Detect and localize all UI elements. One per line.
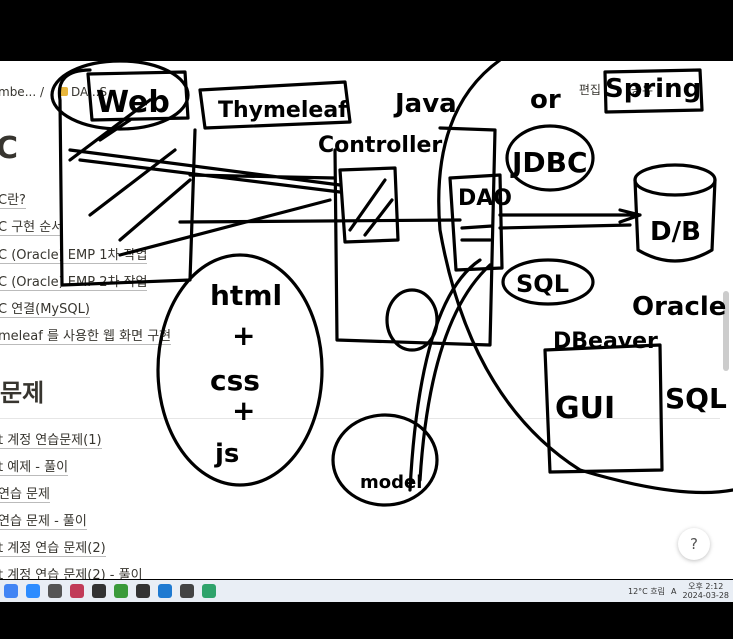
toc-link-3[interactable]: C (Oracle) EMP 2차 작업 <box>0 274 148 291</box>
problem-link-1[interactable]: t 예제 - 풀이 <box>0 460 69 476</box>
folder-icon <box>58 87 68 96</box>
windows-taskbar: 12°C 흐림 A 오후 2:12 2024-03-28 <box>0 580 733 602</box>
notion-icon[interactable] <box>92 584 106 598</box>
toc-link-2[interactable]: C (Oracle) EMP 1차 작업 <box>0 247 148 264</box>
section-heading: 문제 <box>0 379 45 407</box>
toc-link-5[interactable]: meleaf 를 사용한 웹 화면 구현 <box>0 329 172 346</box>
app-icon-2[interactable] <box>180 584 194 598</box>
chrome-icon[interactable] <box>4 584 18 598</box>
system-tray: 12°C 흐림 A 오후 2:12 2024-03-28 <box>628 580 729 602</box>
topbar-actions: 편집 공유 <box>579 81 723 98</box>
vscode-icon[interactable] <box>158 584 172 598</box>
toc-link-4[interactable]: C 연결(MySQL) <box>0 302 90 319</box>
problem-list: t 계정 연습문제(1) t 예제 - 풀이 연습 문제 연습 문제 - 풀이 … <box>0 427 143 579</box>
toc-link-0[interactable]: C란? <box>0 193 26 209</box>
zoom-icon[interactable] <box>26 584 40 598</box>
problem-link-3[interactable]: 연습 문제 - 풀이 <box>0 514 87 530</box>
edit-status: 편집 <box>578 83 601 97</box>
scrollbar-thumb[interactable] <box>723 291 729 371</box>
breadcrumb-label: DA...S <box>71 85 108 99</box>
ime-indicator[interactable]: A <box>671 586 677 596</box>
help-button[interactable]: ? <box>678 528 710 560</box>
problem-link-0[interactable]: t 계정 연습문제(1) <box>0 433 102 449</box>
app-icon[interactable] <box>70 584 84 598</box>
problem-link-2[interactable]: 연습 문제 <box>0 487 50 503</box>
notion-page: mbe... / DA...S 편집 공유 C C란? C 구현 순서 C (O… <box>0 61 733 579</box>
weather-text[interactable]: 12°C 흐림 <box>627 586 666 596</box>
terminal-icon[interactable] <box>114 584 128 598</box>
toc-link-1[interactable]: C 구현 순서 <box>0 220 64 237</box>
divider <box>0 418 720 419</box>
problem-link-4[interactable]: t 계정 연습 문제(2) <box>0 541 106 557</box>
breadcrumb-item-current[interactable]: DA...S <box>58 85 107 99</box>
breadcrumb-separator: / <box>40 85 45 99</box>
clock-time: 오후 2:12 <box>688 582 724 591</box>
breadcrumb-item[interactable]: mbe... <box>0 85 37 99</box>
clock[interactable]: 오후 2:12 2024-03-28 <box>683 582 730 600</box>
page-title: C <box>0 131 19 166</box>
app-icon-3[interactable] <box>202 584 216 598</box>
notion-icon-2[interactable] <box>136 584 150 598</box>
table-of-contents: C란? C 구현 순서 C (Oracle) EMP 1차 작업 C (Orac… <box>0 187 172 351</box>
problem-link-5[interactable]: t 계정 연습 문제(2) - 풀이 <box>0 562 143 579</box>
clock-date: 2024-03-28 <box>682 591 730 600</box>
share-button[interactable]: 공유 <box>630 83 653 97</box>
maps-icon[interactable] <box>48 584 62 598</box>
